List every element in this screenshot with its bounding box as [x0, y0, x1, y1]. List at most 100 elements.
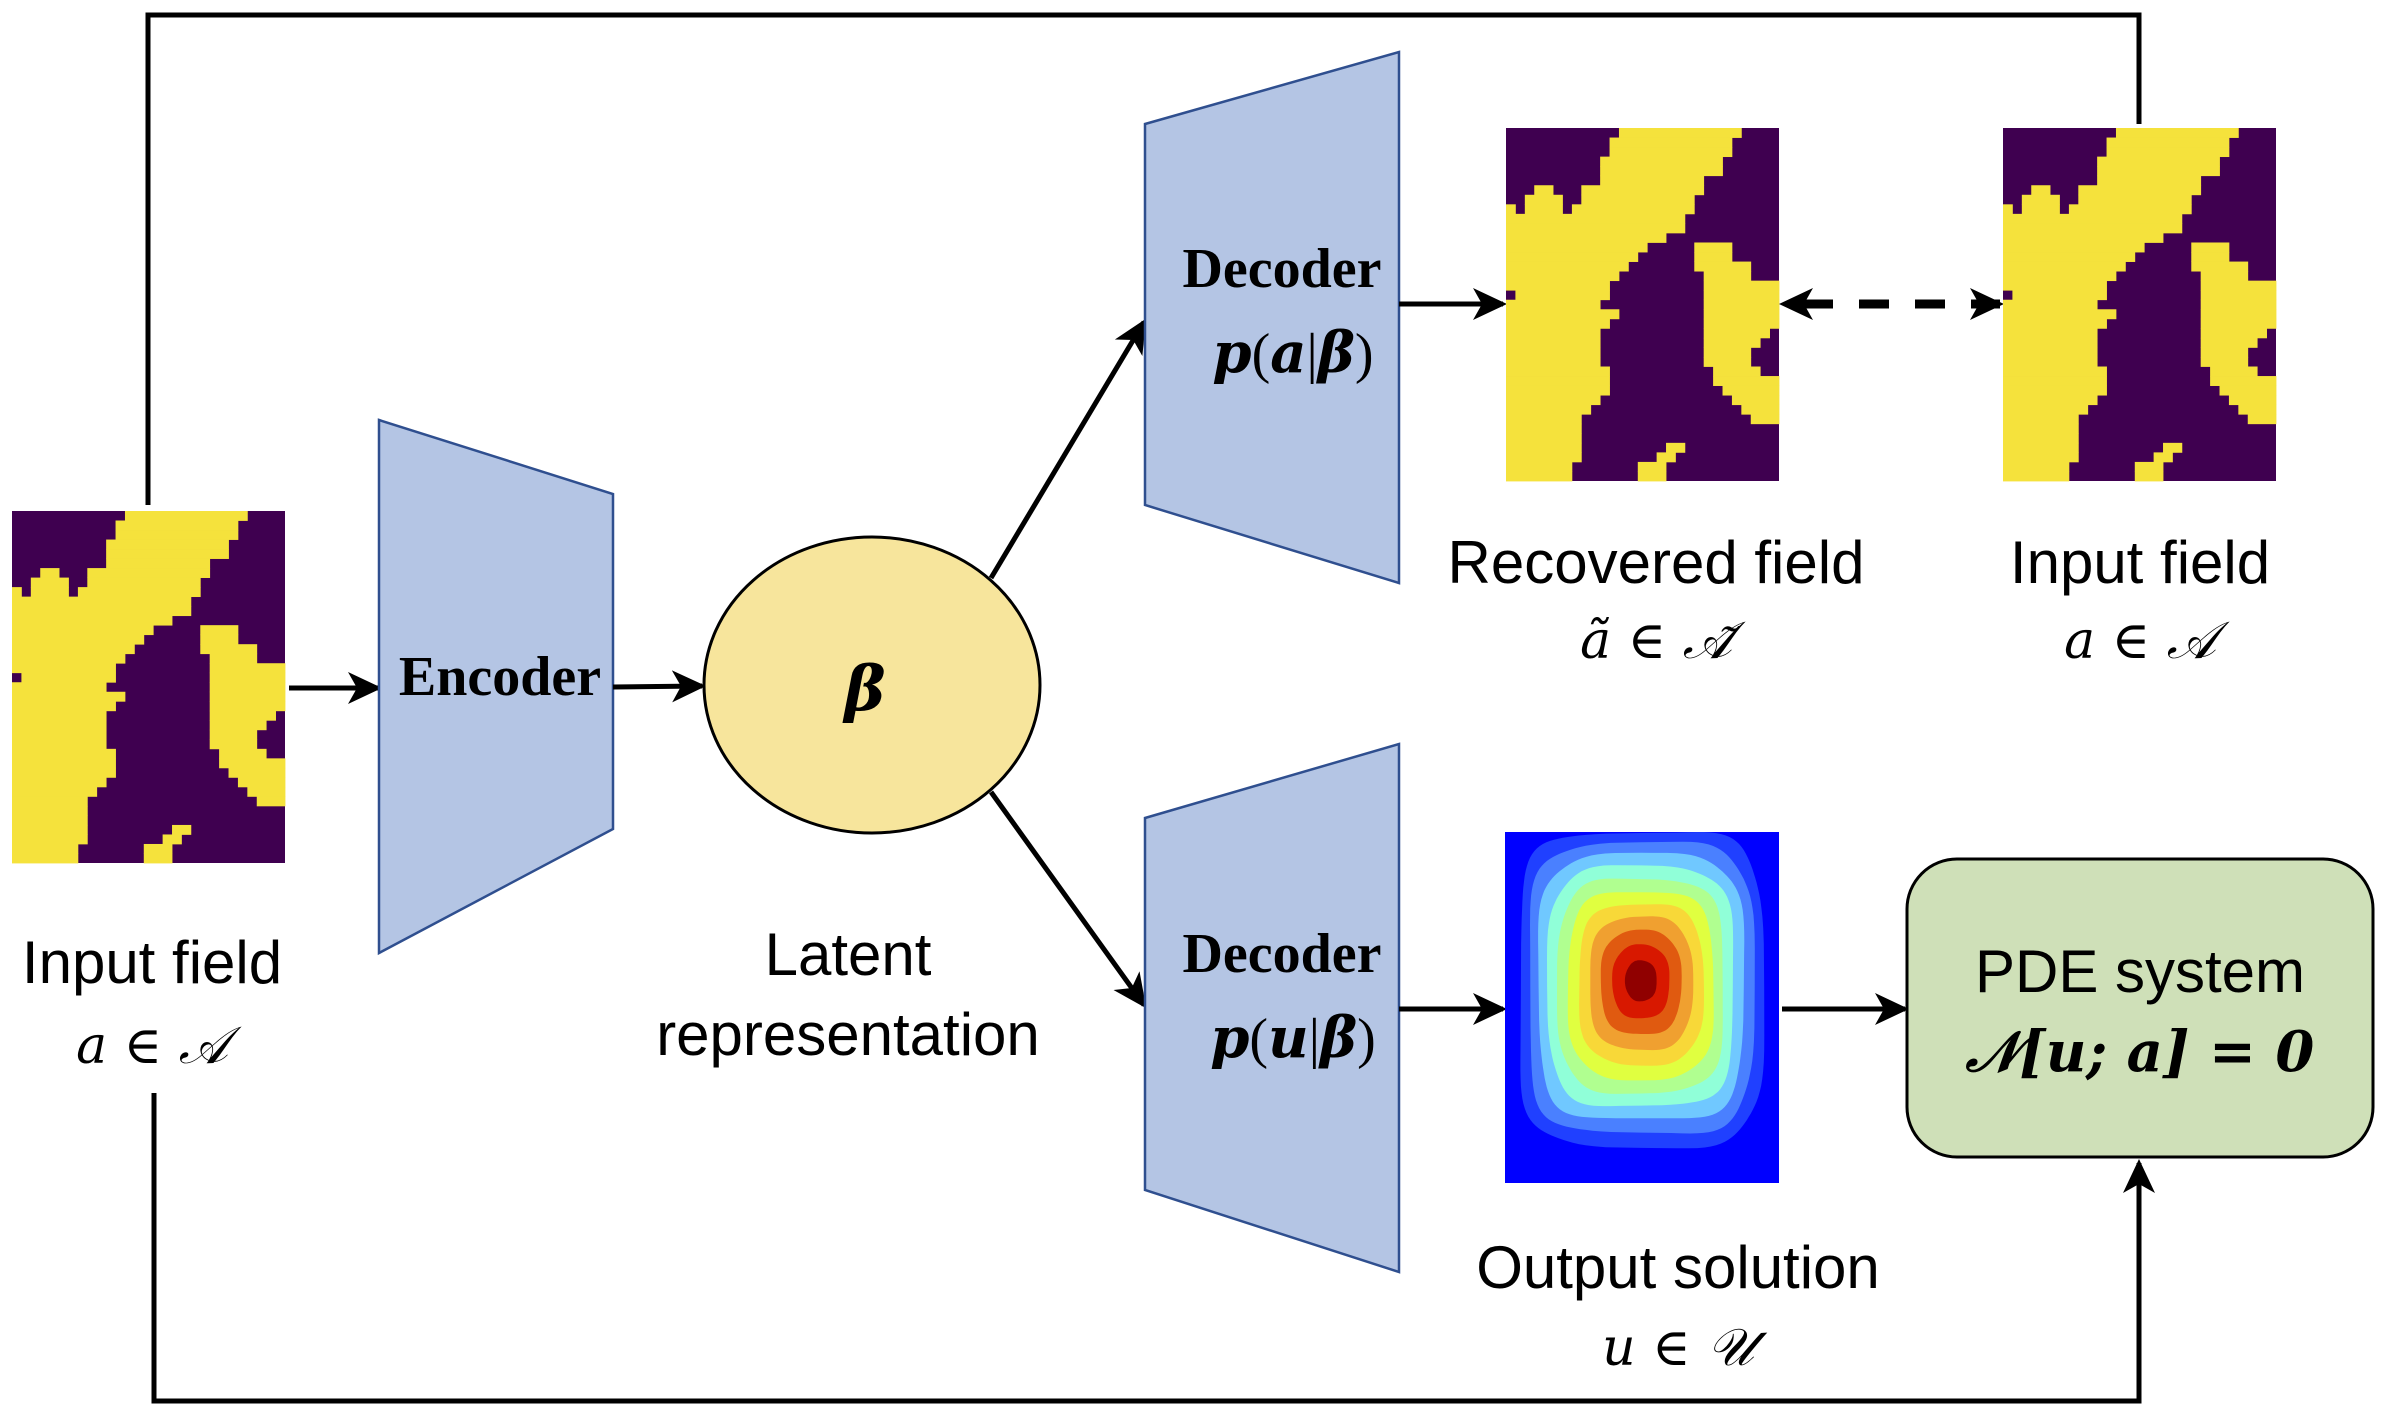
field-cell-run	[209, 672, 286, 683]
field-cell-run	[1506, 261, 1629, 272]
field-cell-run	[2191, 261, 2249, 272]
decoder-a-math: p(a|β)	[1212, 320, 1373, 386]
field-cell-run	[1703, 347, 1752, 358]
field-cell-run	[12, 634, 145, 645]
bottom-loop-line	[151, 1093, 2155, 1404]
field-cell-run	[2210, 366, 2258, 377]
encoder-block	[377, 418, 615, 956]
field-cell-run	[2021, 194, 2060, 205]
field-cell-run	[2200, 328, 2267, 339]
field-cell-run	[2003, 376, 2107, 386]
field-cell-run	[12, 653, 126, 664]
field-cell-run	[106, 558, 211, 569]
field-cell-run	[1506, 309, 1620, 320]
field-cell-run	[1703, 318, 1780, 329]
decoder-u-math-var: u	[1268, 1005, 1309, 1071]
field-cell-run	[1703, 280, 1780, 291]
field-cell-run	[12, 644, 135, 655]
field-cell-run	[1506, 337, 1601, 348]
field-cell-run	[209, 701, 286, 712]
arrow-latent-to-decoder-a	[988, 318, 1147, 580]
field-cell-run	[1637, 471, 1667, 482]
field-cell-run	[1506, 328, 1601, 339]
field-cell-run	[209, 682, 286, 693]
field-cell-run	[12, 739, 107, 750]
field-cell-run	[237, 777, 286, 788]
decoder-u-label: Decoder	[1182, 923, 1381, 985]
output-solution-title: Output solution	[1476, 1234, 1880, 1301]
field-cell-run	[1524, 204, 1563, 215]
field-cell-run	[12, 606, 192, 617]
field-cell-run	[12, 720, 107, 731]
field-cell-run	[1694, 261, 1752, 272]
top-loop-line	[145, 12, 2142, 505]
field-cell-run	[2003, 385, 2107, 396]
field-cell-run	[2003, 271, 2117, 282]
field-cell-run	[115, 530, 239, 540]
field-cell-run	[87, 568, 211, 578]
field-cell-run	[2003, 328, 2098, 339]
field-cell-run	[1506, 356, 1601, 367]
decoder-a-math-beta: β	[1316, 320, 1355, 386]
field-cell-run	[12, 596, 192, 607]
field-cell-run	[2003, 395, 2098, 406]
field-cell-run	[2247, 414, 2277, 425]
field-cell-run	[1506, 414, 1582, 425]
output-solution-heatmap	[1505, 832, 1779, 1183]
field-cell-run	[12, 729, 107, 740]
pde-system-equation: 𝒩[u; a] = 0	[1965, 1019, 2315, 1085]
field-cell-run	[1506, 404, 1592, 415]
field-cell-run	[2003, 223, 2183, 234]
recovered-field-image	[1506, 128, 1780, 482]
field-cell-run	[228, 767, 286, 778]
decoder-u-block	[1143, 742, 1401, 1274]
field-cell-run	[1506, 223, 1686, 234]
arrow-encoder-to-latent	[612, 670, 706, 703]
input-field-image-left	[12, 511, 286, 864]
field-cell-run	[2097, 156, 2220, 167]
field-cell-run	[2003, 261, 2126, 272]
input-field-left-title: Input field	[22, 929, 282, 996]
field-cell-run	[1694, 242, 1733, 253]
field-cell-run	[2200, 347, 2249, 358]
field-cell-run	[2097, 166, 2220, 177]
field-cell-run	[1609, 147, 1733, 158]
field-cell-run	[12, 786, 98, 797]
field-cell-run	[2191, 242, 2230, 253]
field-cell-run	[1703, 356, 1752, 367]
field-cell-run	[2078, 194, 2192, 205]
field-cell-run	[209, 653, 258, 664]
decoder-a-block	[1143, 50, 1401, 585]
field-cell-run	[2003, 232, 2164, 243]
field-cell-run	[2219, 385, 2277, 396]
encoder-label: Encoder	[399, 646, 601, 708]
field-cell-run	[1506, 385, 1610, 396]
field-cell-run	[1506, 366, 1610, 377]
field-cell-run	[1600, 166, 1723, 177]
field-cell-run	[12, 853, 79, 864]
latent-caption-line2: representation	[656, 1001, 1040, 1068]
decoder-a-label: Decoder	[1182, 238, 1381, 300]
field-cell-run	[1581, 194, 1695, 205]
field-cell-run	[2012, 290, 2107, 301]
field-cell-run	[12, 701, 116, 712]
field-cell-run	[2003, 337, 2098, 348]
field-cell-run	[209, 729, 258, 740]
field-cell-run	[1703, 290, 1780, 301]
field-cell-run	[200, 644, 258, 655]
field-cell-run	[30, 577, 69, 588]
field-cell-run	[106, 539, 229, 550]
field-cell-run	[256, 796, 286, 807]
field-cell-run	[12, 748, 116, 759]
field-cell-run	[1750, 414, 1780, 425]
field-cell-run	[1694, 252, 1733, 262]
field-cell-run	[1506, 213, 1686, 224]
field-cell-run	[2200, 337, 2258, 348]
field-cell-run	[1506, 204, 1516, 215]
field-cell-run	[219, 758, 286, 769]
field-cell-run	[12, 587, 22, 598]
field-cell-run	[115, 520, 239, 531]
decoder-a-math-var: a	[1270, 320, 1306, 386]
field-cell-run	[1506, 395, 1601, 406]
